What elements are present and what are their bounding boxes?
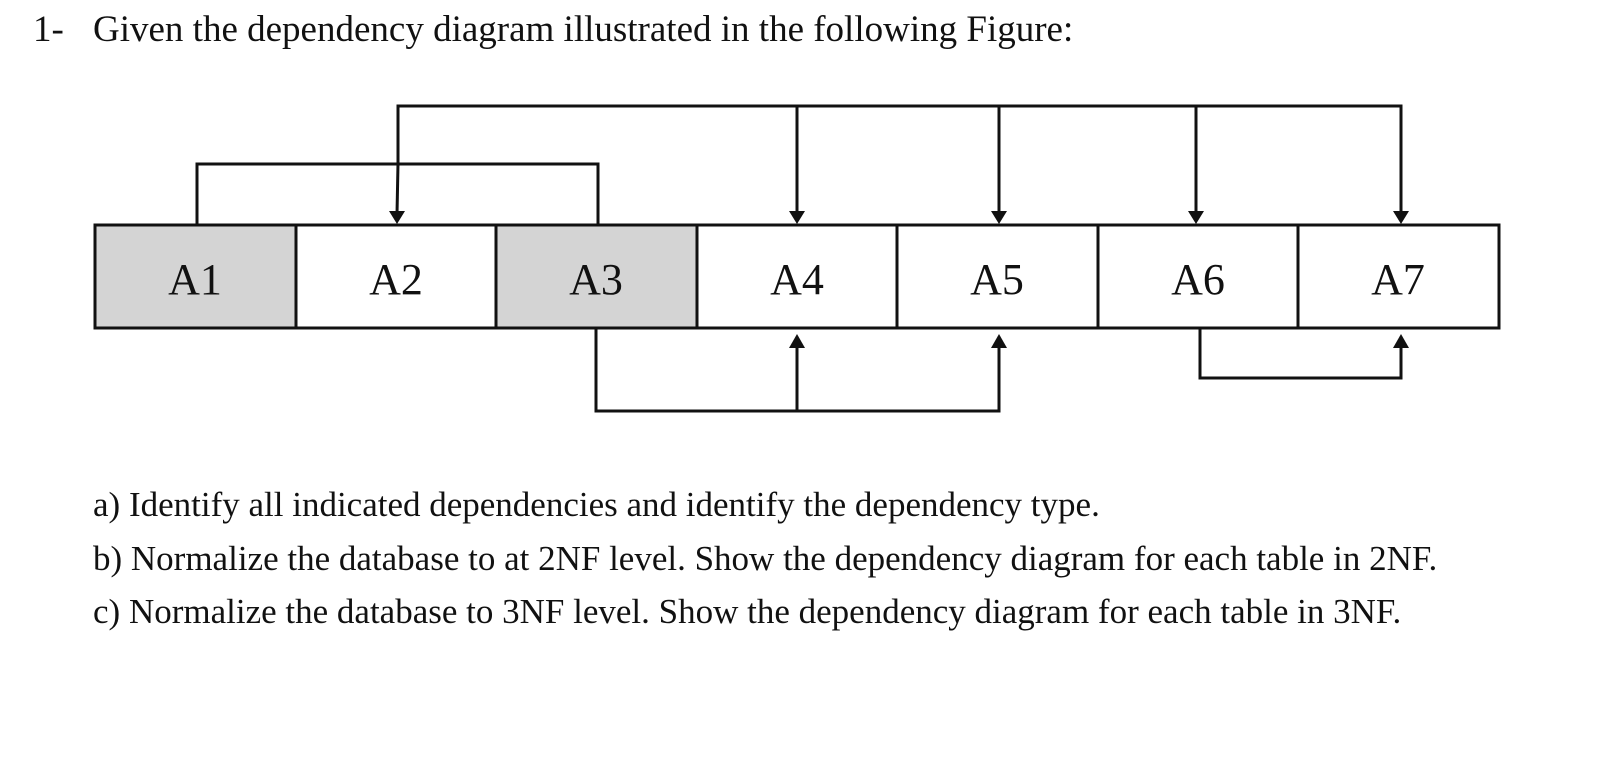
arrow-to-a2 (395, 163, 400, 215)
attribute-label-a4: A4 (770, 255, 824, 304)
attribute-label-a7: A7 (1371, 255, 1425, 304)
top-arrowheads (389, 211, 1409, 224)
sub-questions: a) Identify all indicated dependencies a… (93, 478, 1583, 639)
attribute-label-a5: A5 (970, 255, 1024, 304)
partial-arrowheads (789, 334, 1007, 348)
sub-question-c: c) Normalize the database to 3NF level. … (93, 592, 1402, 631)
arrowhead-a4 (789, 211, 805, 224)
transitive-dependency-bus (1198, 328, 1403, 380)
arrowhead-a6 (1188, 211, 1204, 224)
attribute-label-a2: A2 (369, 255, 423, 304)
question-text: Given the dependency diagram illustrated… (93, 9, 1074, 50)
attribute-label-a1: A1 (168, 255, 222, 304)
arrowhead-a5 (991, 211, 1007, 224)
partial-arrowhead-a5 (991, 334, 1007, 348)
dependency-diagram: A1 A2 A3 A4 A5 A6 A7 (93, 104, 1501, 413)
attribute-box-a2 (294, 223, 498, 330)
attribute-label-a6: A6 (1171, 255, 1225, 304)
attribute-box-a4 (695, 223, 899, 330)
attribute-box-a6 (1096, 223, 1300, 330)
transitive-arrowheads (1393, 334, 1409, 348)
full-dependency-lines (195, 104, 1403, 225)
attribute-box-a7 (1296, 223, 1501, 330)
partial-arrowhead-a4 (789, 334, 805, 348)
attribute-label-a3: A3 (569, 255, 623, 304)
sub-question-b: b) Normalize the database to at 2NF leve… (93, 538, 1438, 578)
attribute-row: A1 A2 A3 A4 A5 A6 A7 (93, 223, 1501, 330)
partial-dependency-lines (594, 328, 1001, 413)
transitive-arrowhead-a7 (1393, 334, 1409, 348)
sub-question-a: a) Identify all indicated dependencies a… (93, 485, 1100, 524)
top-bus-line (396, 104, 1403, 215)
arrowhead-a2 (389, 211, 405, 224)
transitive-dependency-lines (1198, 328, 1403, 380)
arrowhead-a7 (1393, 211, 1409, 224)
attribute-box-a5 (895, 223, 1100, 330)
question-number: 1- (33, 9, 64, 50)
